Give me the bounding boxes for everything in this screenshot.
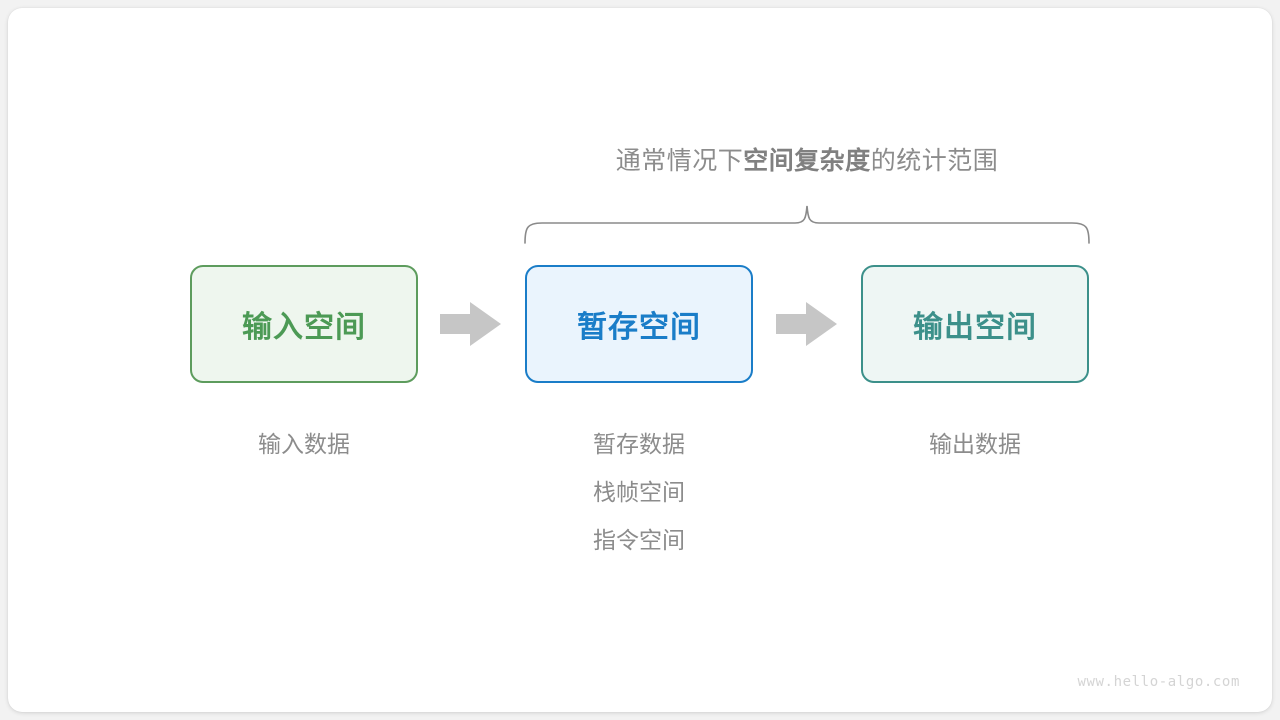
box-input-space[interactable]: 输入空间 <box>190 265 418 383</box>
brace-title-emphasis: 空间复杂度 <box>743 147 871 175</box>
caption-line: 指令空间 <box>593 527 685 553</box>
box-buffer-space[interactable]: 暂存空间 <box>525 265 753 383</box>
brace-title-suffix: 的统计范围 <box>870 147 999 175</box>
brace-title-prefix: 通常情况下 <box>615 147 744 175</box>
box-output-space[interactable]: 输出空间 <box>861 265 1089 383</box>
caption-line: 输出数据 <box>929 431 1021 457</box>
caption-line: 暂存数据 <box>593 431 685 457</box>
caption-column-buffer: 暂存数据 栈帧空间 指令空间 <box>525 420 753 564</box>
box-output-space-label: 输出空间 <box>913 311 1037 344</box>
caption-line: 输入数据 <box>258 431 350 457</box>
brace-title: 通常情况下空间复杂度的统计范围 <box>524 144 1090 178</box>
arrow-right-icon <box>776 302 837 346</box>
caption-column-output: 输出数据 <box>861 420 1089 468</box>
curly-brace-icon <box>524 205 1090 244</box>
watermark: www.hello-algo.com <box>1077 674 1240 690</box>
box-buffer-space-label: 暂存空间 <box>577 311 701 344</box>
caption-column-input: 输入数据 <box>190 420 418 468</box>
caption-line: 栈帧空间 <box>593 479 685 505</box>
box-input-space-label: 输入空间 <box>242 311 366 344</box>
arrow-right-icon <box>440 302 501 346</box>
